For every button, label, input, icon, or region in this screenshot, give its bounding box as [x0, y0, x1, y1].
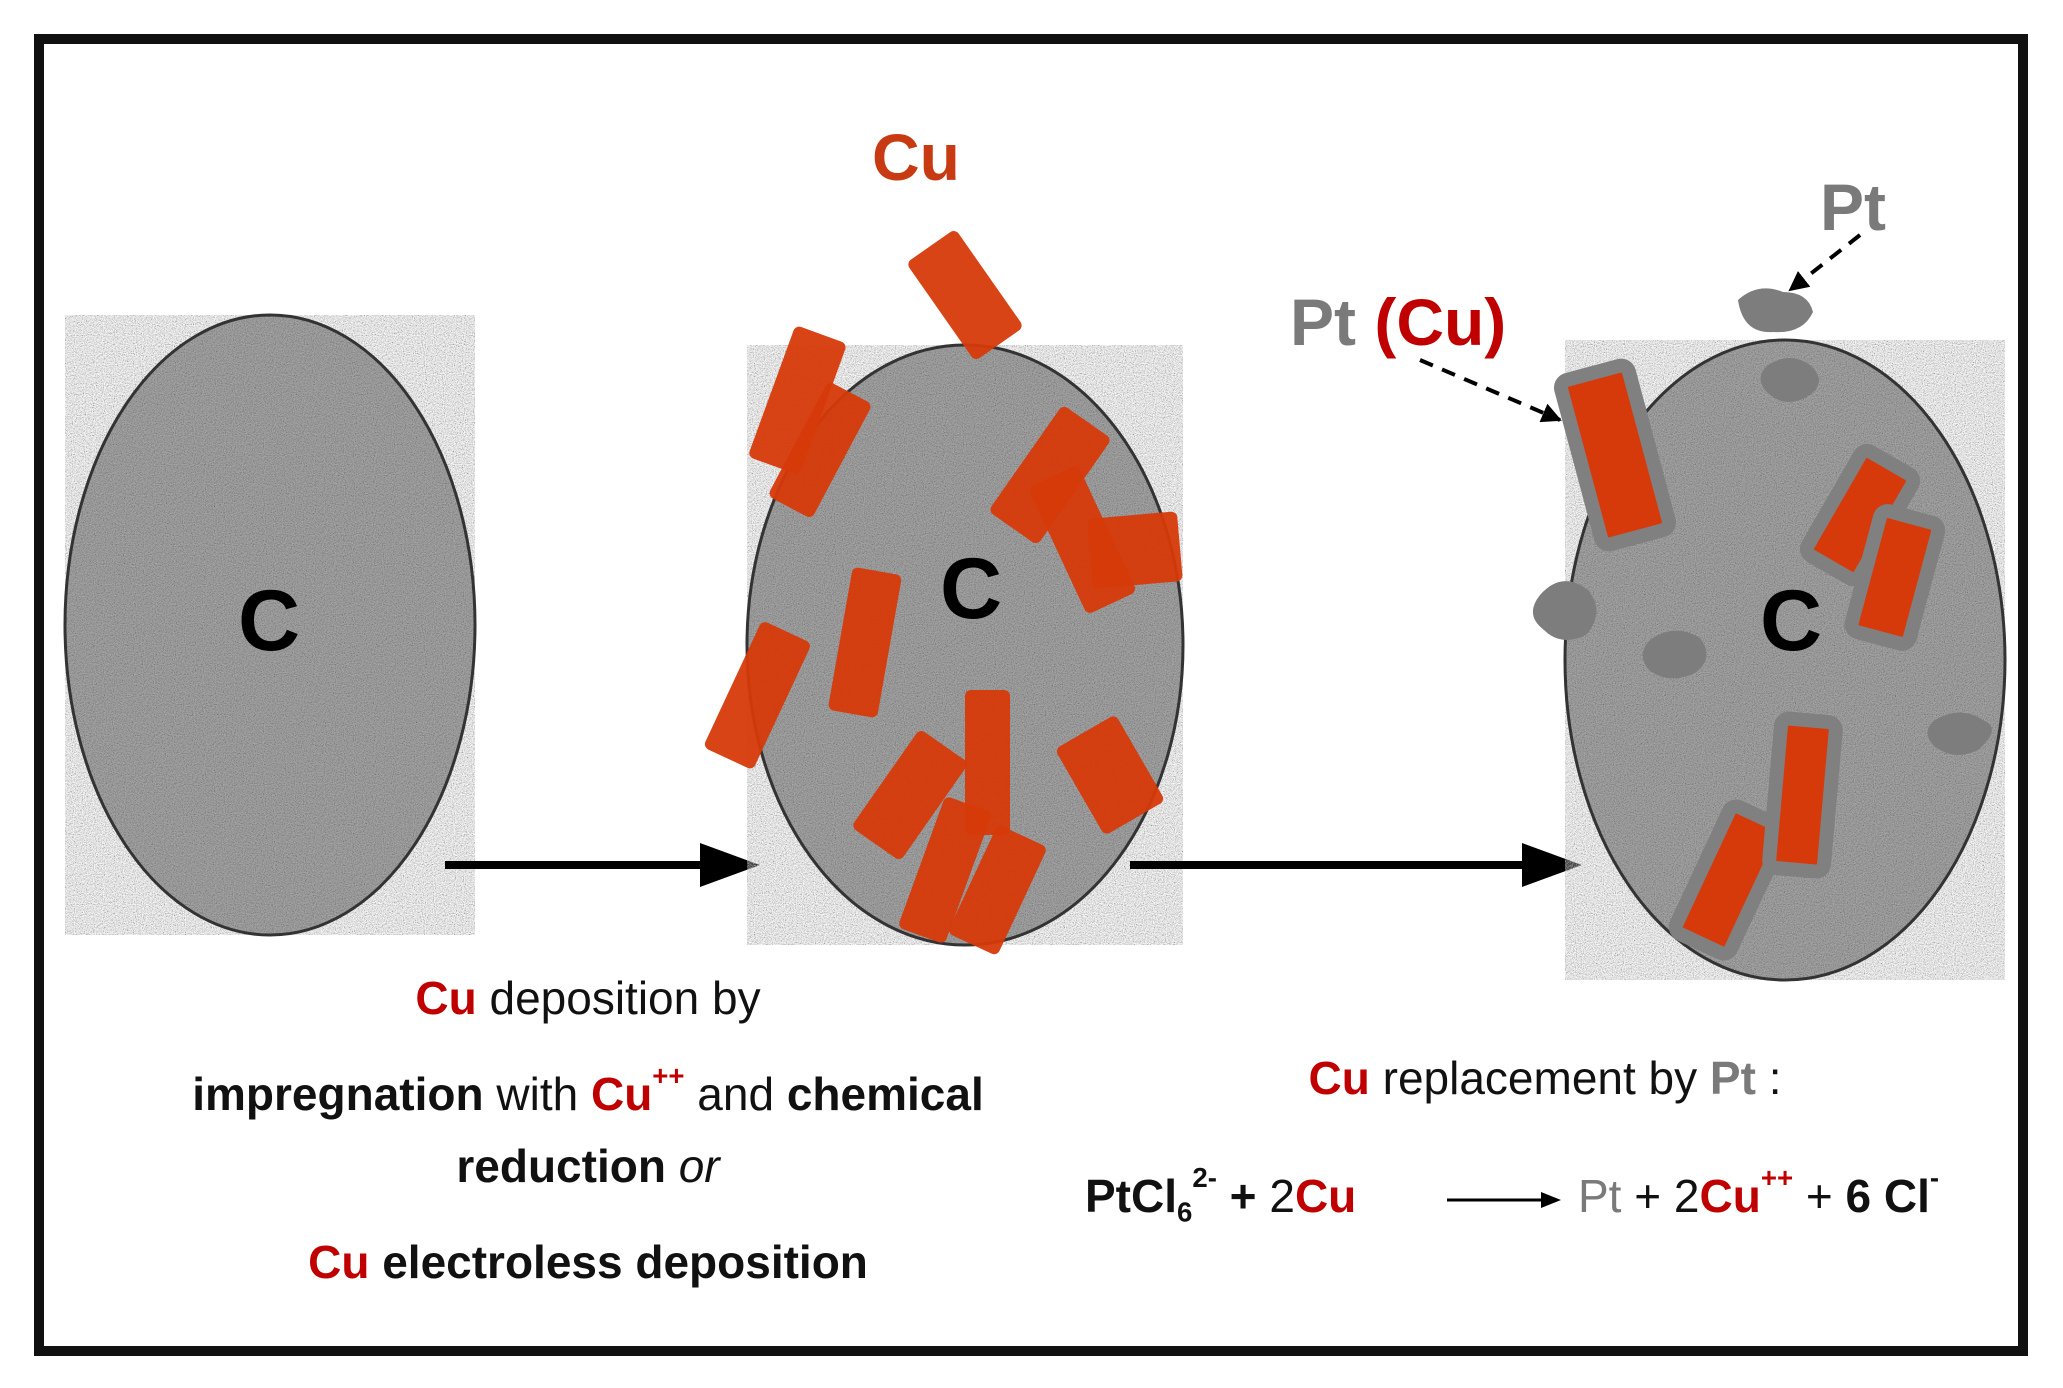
cu-label: Cu: [872, 120, 960, 194]
process-arrow-2: [1130, 843, 1582, 887]
cu-platelet: [990, 406, 1110, 544]
pt-label: Pt: [1820, 170, 1886, 244]
pt-nanoparticle: [1532, 581, 1597, 640]
pt-nanoparticle: [1927, 712, 1992, 755]
pt-coated-cu-platelet: [1762, 711, 1843, 879]
cu-platelet: [949, 826, 1046, 955]
cu-deposits: [704, 230, 1183, 955]
cu-platelet: [749, 326, 846, 474]
core-label-3: C: [1760, 573, 1823, 669]
pt-nanoparticles: [1532, 288, 1992, 755]
pt-coated-cu-platelet: [1844, 504, 1946, 651]
cu-platelet: [828, 567, 902, 718]
cu-platelet: [704, 622, 810, 769]
core-label-2: C: [940, 541, 1003, 637]
step1-line4: Cu electroless deposition: [308, 1236, 868, 1288]
equation-reactants: PtCl62- + 2Cu: [1085, 1162, 1357, 1228]
pt-coated-cu-platelet: [1668, 799, 1792, 961]
pt-nanoparticle: [1760, 358, 1819, 402]
cu-platelet: [769, 382, 871, 518]
cu-platelet: [1087, 511, 1183, 589]
cu-platelet: [908, 230, 1022, 360]
pt-coated-cu-platelet: [1553, 358, 1677, 552]
pt-cu-label-pt: Pt: [1290, 285, 1356, 359]
step1-line3: reduction or: [456, 1140, 720, 1192]
equation-products: Pt + 2Cu++ + 6 Cl-: [1578, 1162, 1940, 1222]
step2-title: Cu replacement by Pt :: [1308, 1052, 1782, 1104]
step1-line1: Cu deposition by: [415, 972, 761, 1024]
carbon-particle-bare: [63, 313, 477, 937]
cu-platelet: [965, 690, 1010, 835]
step1-line2: impregnation with Cu++ and chemical: [192, 1060, 984, 1120]
pt-nanoparticle: [1642, 630, 1707, 679]
pt-pointer-arrow: [1788, 233, 1862, 292]
pt-cu-label-cu: (Cu): [1374, 285, 1507, 359]
cu-platelet: [899, 797, 991, 943]
process-arrow-1: [445, 843, 760, 887]
pt-cu-deposits: [1553, 358, 1946, 961]
cu-platelet: [1056, 716, 1164, 834]
pt-nanoparticle: [1738, 288, 1813, 333]
cu-platelet: [853, 730, 967, 860]
equation-arrow: [1447, 1192, 1561, 1208]
pt-cu-pointer-arrow: [1419, 358, 1562, 423]
pt-cu-label: Pt (Cu): [1290, 285, 1506, 361]
core-label-1: C: [238, 573, 301, 669]
